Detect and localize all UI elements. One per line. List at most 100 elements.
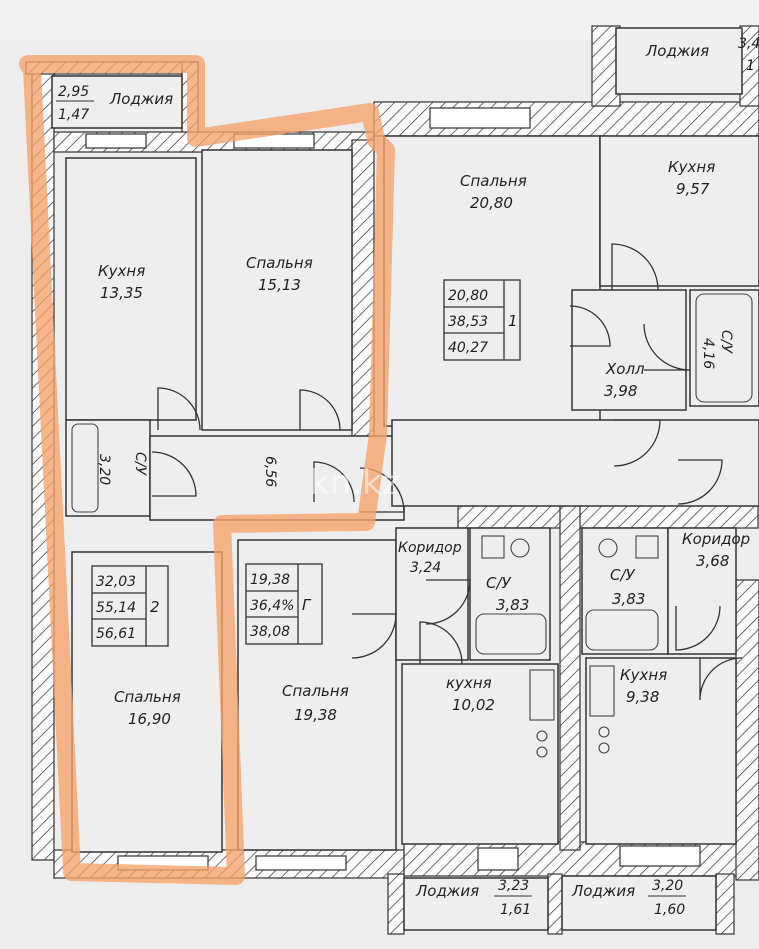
apartment-highlight xyxy=(19,55,395,885)
bedroom-a1-area: 20,80 xyxy=(470,194,513,212)
kitchen-right-area: 9,38 xyxy=(626,688,659,706)
room-loggia-bottom-a xyxy=(403,877,549,931)
labels: 2,95 1,47 Лоджия Лоджия 3,4 1 Кухня 13,3… xyxy=(56,36,759,918)
room-corridor-b xyxy=(667,527,737,655)
door-swing-3 xyxy=(151,451,197,497)
room-bath-left xyxy=(65,419,151,517)
burner-mid-2-icon xyxy=(536,746,548,758)
stove-right-icon xyxy=(589,665,615,717)
loggia-bottom-a-n1: 3,23 xyxy=(498,878,529,894)
bath-right-name: С/У xyxy=(610,566,636,584)
loggia-top-right-n2: 1 xyxy=(746,58,755,74)
apt2b-usable: 36,4% xyxy=(250,598,294,614)
kitchen-mid-name: кухня xyxy=(446,674,492,692)
room-bedroom-a2-right xyxy=(237,539,397,851)
door-swing-10 xyxy=(677,459,723,505)
area-boxes xyxy=(91,279,521,647)
loggia-top-right-n1: 3,4 xyxy=(738,36,759,52)
wall-partition-mid xyxy=(457,503,759,529)
bathtub-mid-icon xyxy=(475,613,547,655)
hall-right-name: Холл xyxy=(605,360,645,378)
kitchen-left-name: Кухня xyxy=(98,262,145,280)
apt2-total: 56,61 xyxy=(96,626,136,642)
area-box-apt2b xyxy=(245,563,323,645)
room-bath-top-right xyxy=(689,289,759,407)
toilet-right-icon xyxy=(635,535,659,559)
kitchen-right-name: Кухня xyxy=(620,666,667,684)
loggia-top-left-n1: 2,95 xyxy=(58,84,89,100)
kitchen-top-right-name: Кухня xyxy=(668,158,715,176)
loggia-bottom-a-name: Лоджия xyxy=(415,882,479,900)
bath-top-right-area: 4,16 xyxy=(700,338,716,369)
wall-bottom-loggia-right xyxy=(715,873,735,935)
highlight-outline-outer xyxy=(19,55,395,885)
burner-right-2-icon xyxy=(598,742,610,754)
door-swing-1 xyxy=(157,387,201,431)
room-corridor-a xyxy=(395,527,469,661)
bath-mid-name: С/У xyxy=(486,574,512,592)
room-kitchen-mid xyxy=(401,663,559,845)
loggia-bottom-a-n2: 1,61 xyxy=(500,902,531,918)
door-swing-15 xyxy=(699,657,743,701)
wall-bottom-loggia-a-left xyxy=(387,873,405,935)
hall-right-area: 3,98 xyxy=(604,382,637,400)
room-kitchen-left xyxy=(65,157,197,421)
bedroom-a2-left-area: 16,90 xyxy=(128,710,171,728)
bath-mid-area: 3,83 xyxy=(496,596,529,614)
door-swing-2 xyxy=(299,389,341,431)
sink-mid-icon xyxy=(510,538,530,558)
bath-right-area: 3,83 xyxy=(612,590,645,608)
window-1 xyxy=(85,133,147,149)
apt2b-living: 19,38 xyxy=(250,572,290,588)
door-swing-14 xyxy=(675,605,721,651)
apt2-index: 2 xyxy=(150,598,160,616)
door-swing-12 xyxy=(425,579,471,625)
window-3 xyxy=(429,107,531,129)
door-swing-7 xyxy=(569,305,611,347)
corridor-b-area: 3,68 xyxy=(696,552,729,570)
window-6 xyxy=(477,847,519,871)
fixtures xyxy=(71,293,753,758)
room-bedroom-a2-left xyxy=(71,551,223,853)
wall-bottom-loggia-mid xyxy=(547,873,563,935)
apt2-usable: 55,14 xyxy=(96,600,136,616)
watermark: kn.kz xyxy=(310,463,400,503)
loggia-bottom-b-name: Лоджия xyxy=(571,882,635,900)
corridor-b-name: Коридор xyxy=(682,530,750,548)
door-swing-13 xyxy=(419,621,463,665)
bedroom-a2-right-area: 19,38 xyxy=(294,706,337,724)
door-swings xyxy=(151,243,743,701)
loggia-bottom-b-n2: 1,60 xyxy=(654,902,685,918)
burner-mid-1-icon xyxy=(536,730,548,742)
room-bath-mid xyxy=(469,527,551,661)
room-corridor-band xyxy=(391,419,759,507)
stove-mid-icon xyxy=(529,669,555,721)
loggia-top-right-name: Лоджия xyxy=(645,42,709,60)
door-swing-9 xyxy=(613,419,661,467)
wall-bottom-right xyxy=(403,841,759,877)
apt1-index: 1 xyxy=(508,312,518,330)
kitchen-left-area: 13,35 xyxy=(100,284,143,302)
room-fills xyxy=(51,27,759,931)
room-bath-right xyxy=(581,527,669,655)
corridor-a-area: 3,24 xyxy=(410,560,441,576)
bathtub-left-icon xyxy=(71,423,99,513)
bath-left-name: С/У xyxy=(132,452,148,476)
apt1-usable: 38,53 xyxy=(448,314,488,330)
kitchen-mid-area: 10,02 xyxy=(452,696,495,714)
kitchen-top-right-area: 9,57 xyxy=(676,180,710,198)
room-hall-right xyxy=(571,289,687,411)
room-kitchen-top-right xyxy=(599,135,759,287)
area-box-apt1 xyxy=(443,279,521,361)
room-bedroom-a1 xyxy=(383,135,601,427)
room-loggia-top-left xyxy=(51,75,183,129)
apt2-living: 32,03 xyxy=(96,574,136,590)
window-7 xyxy=(619,845,701,867)
toilet-mid-icon xyxy=(481,535,505,559)
room-loggia-bottom-b xyxy=(561,875,717,931)
apt2b-index: Г xyxy=(302,596,312,614)
hall-left-area: 6,56 xyxy=(262,456,278,487)
burner-right-1-icon xyxy=(598,726,610,738)
window-5 xyxy=(255,855,347,871)
